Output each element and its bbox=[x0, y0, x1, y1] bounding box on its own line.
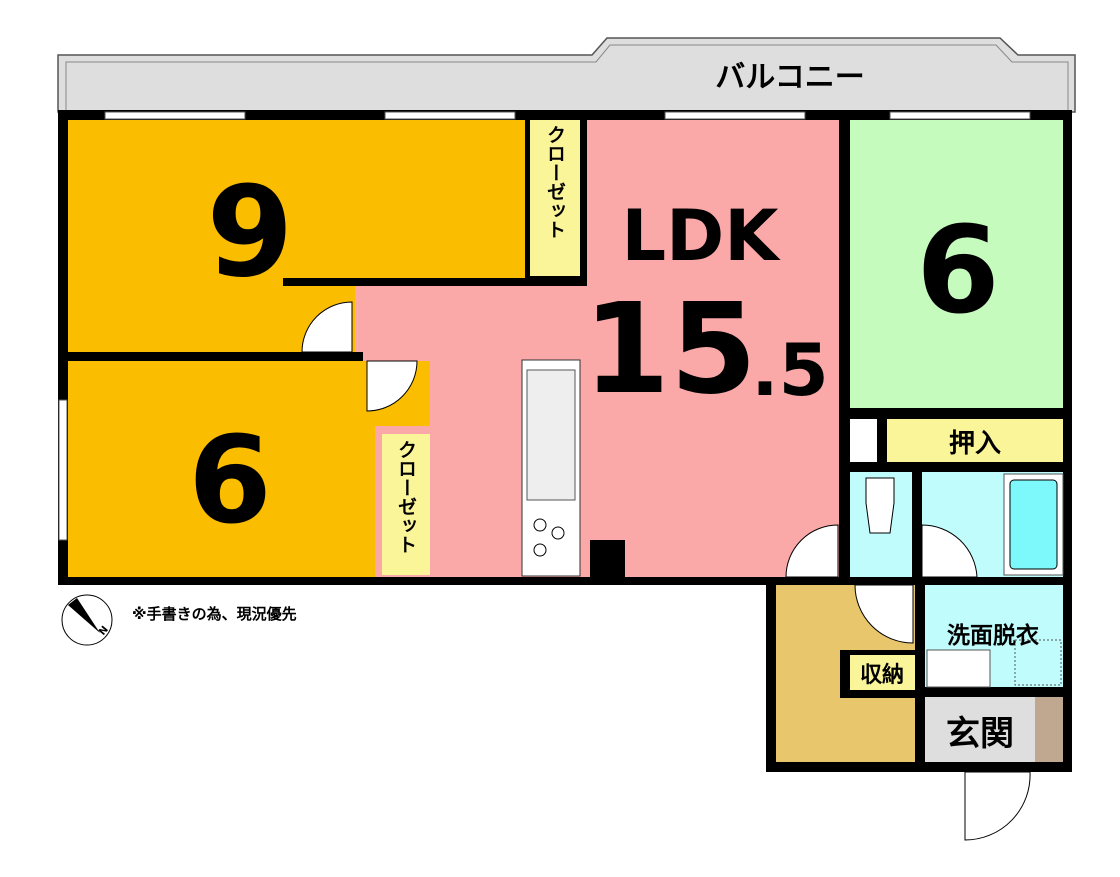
oshiire bbox=[887, 419, 1063, 462]
washroom-label: 洗面脱衣 bbox=[947, 622, 1039, 649]
ldk-label: LDK bbox=[622, 195, 782, 277]
closet-2-label: クローゼット bbox=[395, 440, 417, 554]
compass-icon: N bbox=[61, 594, 113, 646]
closet-1 bbox=[530, 120, 580, 276]
room-western-6-label: 6 bbox=[188, 412, 272, 551]
room-western-9 bbox=[68, 120, 525, 278]
ldk-size: 15 bbox=[583, 277, 757, 422]
room-western-9-label: 9 bbox=[207, 160, 294, 305]
oshiire-label: 押入 bbox=[949, 429, 1001, 459]
room-western-6 bbox=[68, 361, 375, 577]
room-ldk bbox=[587, 120, 839, 577]
ldk-size-decimal: .5 bbox=[751, 328, 828, 412]
balcony bbox=[57, 37, 1076, 113]
storage-label: 収納 bbox=[860, 662, 904, 688]
room-japanese-6-label: 6 bbox=[916, 202, 1000, 341]
entrance-label: 玄関 bbox=[946, 714, 1014, 754]
room-japanese-6 bbox=[850, 120, 1063, 408]
note: ※手書きの為、現況優先 bbox=[132, 605, 297, 623]
closet-1-label: クローゼット bbox=[544, 125, 566, 239]
entrance bbox=[925, 697, 1035, 762]
closet-2 bbox=[382, 434, 430, 575]
balcony-label: バルコニー bbox=[715, 60, 864, 95]
storage bbox=[850, 655, 915, 690]
